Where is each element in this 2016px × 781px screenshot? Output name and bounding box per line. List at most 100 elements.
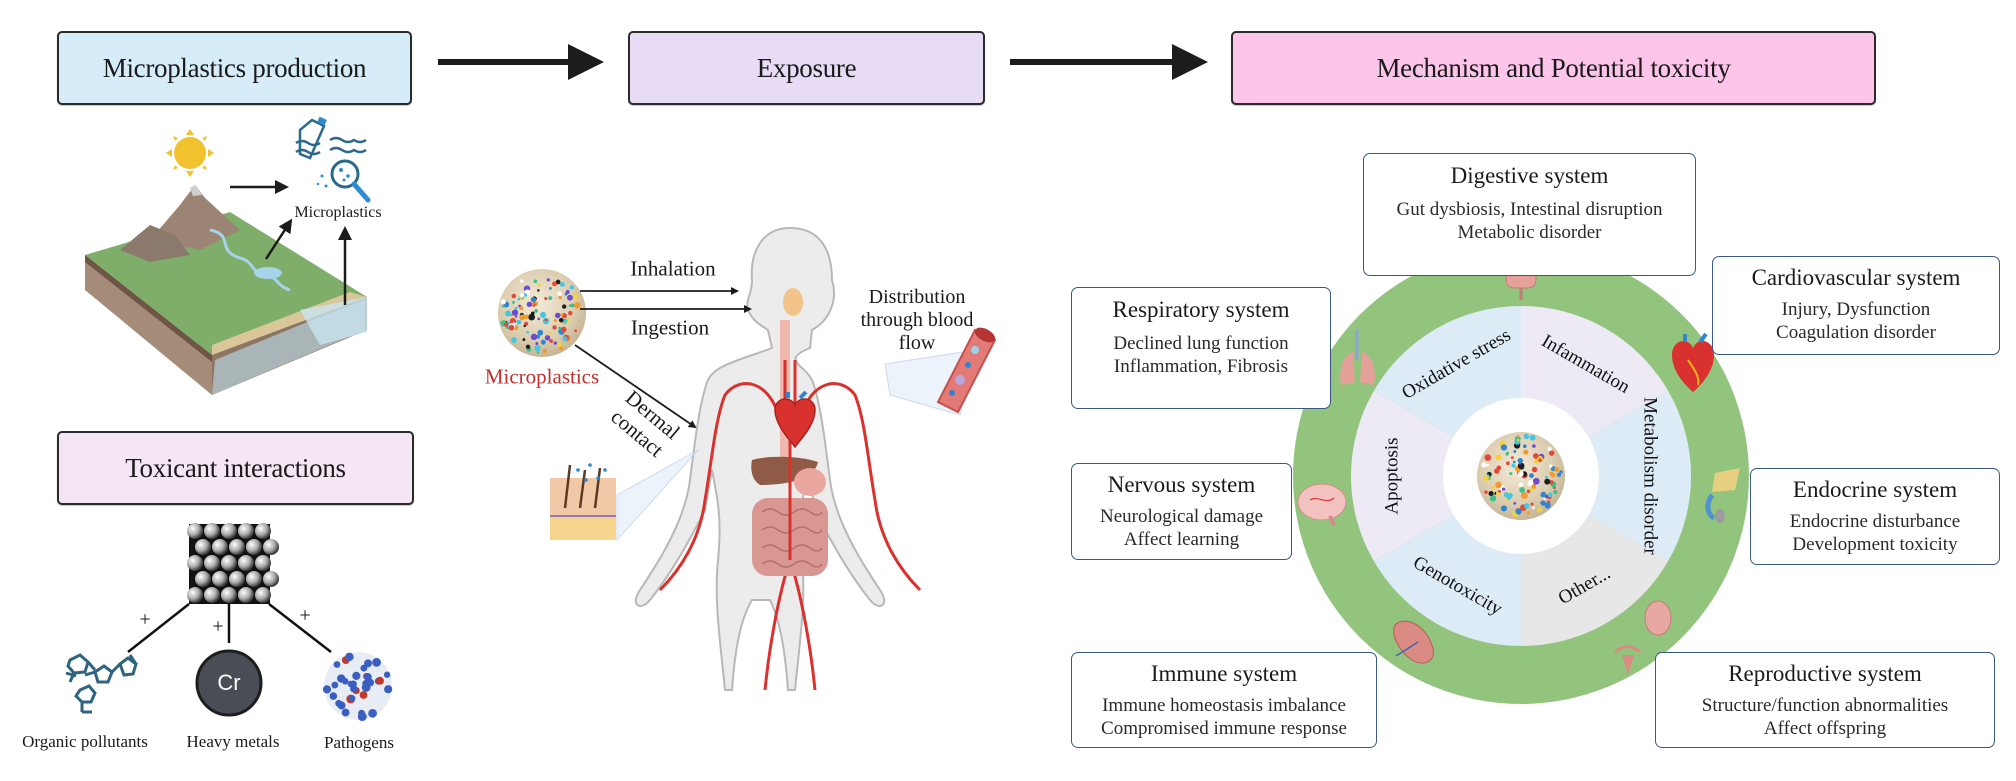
system-title: Endocrine system (1792, 477, 1958, 502)
organic-pollutants-label: Organic pollutants (22, 732, 148, 751)
plastic-fragment (1484, 490, 1488, 494)
plastic-fragment (530, 296, 537, 303)
plastic-fragment (1532, 477, 1540, 485)
stage-toxicant-interactions: Toxicant interactions (57, 431, 414, 505)
microplastics-production-label: Microplastics (294, 204, 382, 221)
plastic-fragment (1483, 475, 1490, 481)
bead (195, 571, 211, 587)
plastic-fragment (572, 293, 579, 300)
virus-spike (372, 657, 381, 667)
virus-spike (362, 680, 370, 687)
plus-metal: + (212, 615, 224, 638)
plastic-fragment (558, 317, 564, 323)
plastic-fragment (1495, 454, 1502, 461)
mechanism-segment (1351, 391, 1521, 561)
plus-organic: + (139, 608, 151, 631)
distribution-line3: flow (898, 332, 936, 354)
plastic-fragment (512, 322, 516, 325)
plastic-fragment (1511, 463, 1516, 468)
plastic-fragment (1536, 506, 1543, 513)
plastic-fragment (501, 304, 505, 308)
system-box-nervous: Nervous system Neurological damage Affec… (1071, 463, 1292, 560)
plastic-fragment (1486, 463, 1489, 467)
plastic-fragment (557, 291, 562, 296)
plastic-fragment (508, 324, 515, 331)
stage-mechanism-toxicity: Mechanism and Potential toxicity (1231, 31, 1876, 105)
plastic-fragment (1522, 444, 1527, 449)
stage-label: Exposure (756, 52, 857, 83)
plastic-fragment (1532, 444, 1536, 448)
plastic-fragment (1544, 502, 1551, 509)
plastic-fragment (568, 304, 572, 307)
human-body-icon (634, 226, 922, 691)
plastic-fragment (1518, 482, 1524, 487)
plastic-fragment (562, 318, 567, 323)
bead (238, 523, 254, 539)
plastic-fragment (1556, 472, 1562, 477)
plastic-fragment (1516, 438, 1520, 442)
system-effect: Injury, Dysfunction (1781, 299, 1931, 320)
system-effect: Structure/function abnormalities (1701, 695, 1949, 716)
plastic-fragment (537, 317, 541, 321)
microplastic-beads-icon (187, 523, 279, 604)
bead (204, 523, 220, 539)
link-organic (127, 603, 190, 653)
plastic-fragment (1529, 434, 1536, 441)
plastic-fragment (1515, 508, 1522, 515)
plastic-fragment (1529, 488, 1534, 492)
bead (255, 587, 271, 603)
plastic-fragment (1495, 481, 1502, 489)
plastic-fragment (1549, 480, 1554, 485)
plastic-fragment (544, 318, 548, 322)
virus-spike (333, 661, 341, 668)
bead (238, 587, 254, 603)
virus-spike (359, 691, 368, 699)
plastic-fragment (1516, 435, 1520, 438)
plastic-fragment (526, 301, 533, 308)
plastic-fragment (533, 279, 538, 284)
plastic-fragment (570, 303, 575, 308)
lungs-icon (1340, 330, 1375, 385)
plastic-fragment (505, 310, 512, 317)
molecule-icon (65, 653, 138, 714)
plastic-fragment (562, 336, 568, 342)
plastic-fragment (1553, 489, 1558, 495)
plastic-fragment (549, 332, 552, 335)
bead (255, 523, 271, 539)
plastic-fragment (511, 337, 517, 343)
virus-spike (337, 701, 346, 710)
plastic-fragment (519, 314, 526, 321)
plastic-fragment (1489, 495, 1497, 502)
system-title: Respiratory system (1112, 297, 1290, 322)
stage-microplastics-production: Microplastics production (57, 31, 412, 105)
virus-spike (329, 692, 338, 700)
plastic-fragment (544, 335, 551, 341)
plastic-fragment (1529, 473, 1534, 479)
virus-icon (322, 652, 393, 722)
plastic-fragment (562, 304, 567, 309)
plastic-fragment (1517, 457, 1523, 464)
system-effect: Neurological damage (1099, 506, 1263, 527)
bead (195, 539, 211, 555)
brain-icon (1297, 483, 1347, 526)
plastic-fragment (1484, 454, 1492, 461)
plastic-fragment (534, 308, 538, 313)
plastic-fragment (1518, 471, 1524, 477)
system-title: Immune system (1150, 661, 1298, 686)
magnifier-icon (316, 159, 371, 203)
plastic-fragment (552, 325, 557, 330)
plastic-fragment (523, 293, 528, 297)
bead (204, 555, 220, 571)
plastic-fragment (511, 300, 515, 304)
plastic-fragment (1538, 458, 1542, 463)
plastic-fragment (574, 329, 578, 333)
plastic-fragment (556, 342, 562, 348)
plastic-fragment (560, 326, 567, 333)
bead (263, 539, 279, 555)
virus-spike (348, 694, 356, 702)
plastic-fragment (554, 312, 561, 319)
virus-spike (364, 659, 372, 668)
plastic-fragment (1481, 462, 1487, 468)
